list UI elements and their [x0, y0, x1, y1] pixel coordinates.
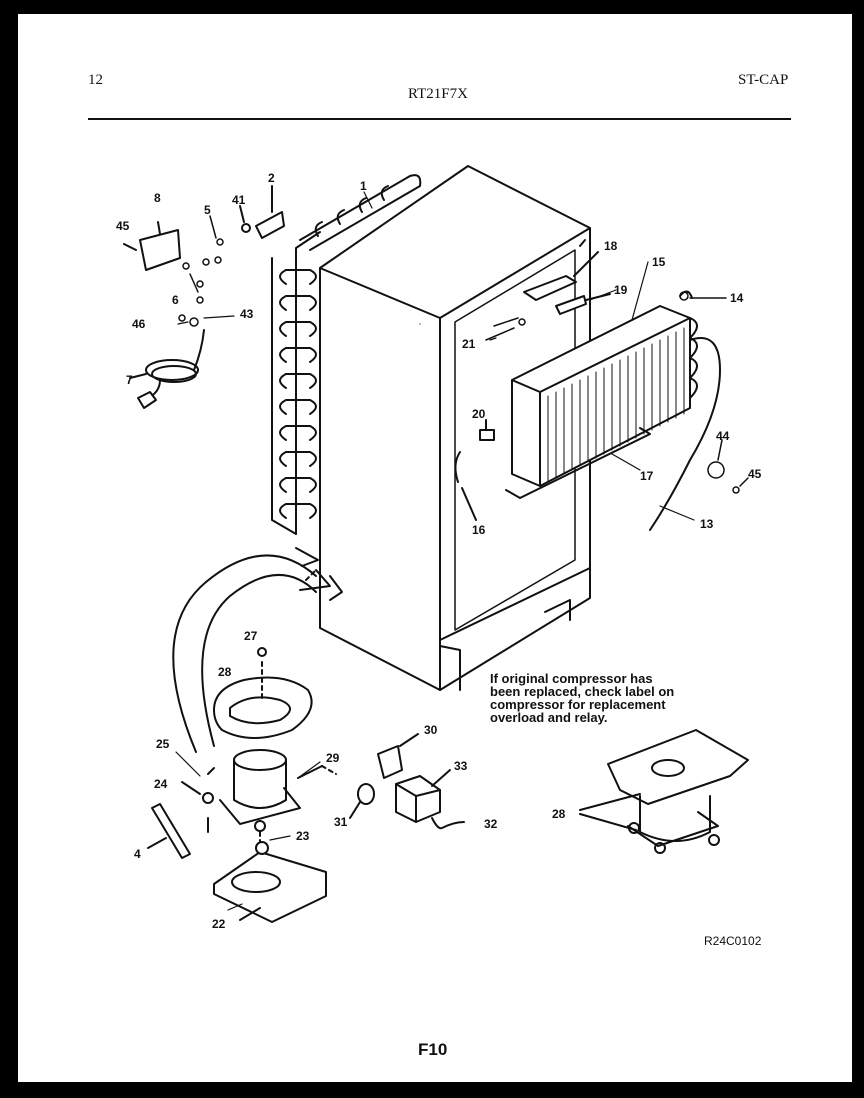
callout-28-compressor: 28 — [552, 807, 566, 821]
callout-4: 4 — [134, 847, 141, 861]
callout-27: 27 — [244, 629, 258, 643]
callout-20: 20 — [472, 407, 486, 421]
replacement-compressor-28 — [579, 729, 749, 854]
callout-41: 41 — [232, 193, 246, 207]
header-rule — [88, 118, 791, 120]
power-cord-7 — [129, 329, 205, 409]
clip-2 — [239, 185, 285, 239]
note-line-3: compressor for replacement — [490, 697, 666, 712]
callout-6: 6 — [172, 293, 179, 307]
page-number: 12 — [88, 72, 103, 88]
cabinet — [319, 165, 591, 691]
fitting-24 — [181, 767, 215, 833]
overload-32-33 — [395, 769, 465, 830]
callout-45-right: 45 — [748, 467, 762, 481]
scan-border-top — [0, 0, 864, 14]
base-tray-22 — [213, 841, 327, 923]
drain-pan-28 — [213, 647, 313, 739]
relay-30-31 — [349, 733, 419, 819]
callout-13: 13 — [700, 517, 714, 531]
callout-19: 19 — [614, 283, 628, 297]
drain-tube-25 — [172, 554, 343, 753]
callout-1: 1 — [360, 179, 367, 193]
compressor-29 — [219, 749, 337, 849]
callout-44: 44 — [716, 429, 730, 443]
part-14 — [679, 291, 727, 301]
callout-5: 5 — [204, 203, 211, 217]
callout-7: 7 — [126, 373, 133, 387]
callout-17: 17 — [640, 469, 654, 483]
tube-16 — [454, 451, 477, 521]
scan-border-bottom — [0, 1082, 864, 1098]
leader-lines — [175, 191, 695, 911]
note-line-4: overload and relay. — [490, 710, 608, 725]
small-parts-5-6 — [178, 215, 224, 327]
callout-23: 23 — [296, 829, 310, 843]
callout-21: 21 — [462, 337, 476, 351]
part-21 — [485, 317, 526, 341]
note-line-2: been replaced, check label on — [490, 684, 675, 699]
note-line-1: If original compressor has — [490, 671, 653, 686]
callout-16: 16 — [472, 523, 486, 537]
drawing-code: R24C0102 — [704, 934, 762, 948]
callout-31: 31 — [334, 815, 348, 829]
scan-border-right — [852, 0, 864, 1098]
switch-20 — [479, 419, 495, 441]
scan-border-left — [0, 0, 18, 1098]
model-number: RT21F7X — [408, 86, 468, 102]
callout-28-pan: 28 — [218, 665, 232, 679]
callout-14: 14 — [730, 291, 744, 305]
callout-30: 30 — [424, 723, 438, 737]
callout-22: 22 — [212, 917, 226, 931]
callout-labels: 1 2 41 8 5 45 6 46 43 7 18 15 19 14 21 2… — [116, 171, 762, 931]
callout-24: 24 — [154, 777, 168, 791]
callout-29: 29 — [326, 751, 340, 765]
condenser-coil — [271, 174, 422, 567]
callout-46: 46 — [132, 317, 146, 331]
damper-18 — [523, 251, 599, 301]
callout-15: 15 — [652, 255, 666, 269]
callout-8: 8 — [154, 191, 161, 205]
callout-33: 33 — [454, 759, 468, 773]
thermostat-44-45 — [707, 439, 749, 494]
callout-18: 18 — [604, 239, 618, 253]
callout-2: 2 — [268, 171, 275, 185]
callout-32: 32 — [484, 817, 498, 831]
callout-25: 25 — [156, 737, 170, 751]
callout-43: 43 — [240, 307, 254, 321]
page-code: F10 — [418, 1040, 448, 1059]
compressor-replacement-note: If original compressor has been replaced… — [490, 672, 720, 724]
section-code: ST-CAP — [738, 72, 789, 88]
bracket-8 — [123, 221, 181, 271]
filter-drier-4 — [147, 803, 191, 859]
callout-45-top: 45 — [116, 219, 130, 233]
evaporator-coil — [505, 290, 721, 531]
